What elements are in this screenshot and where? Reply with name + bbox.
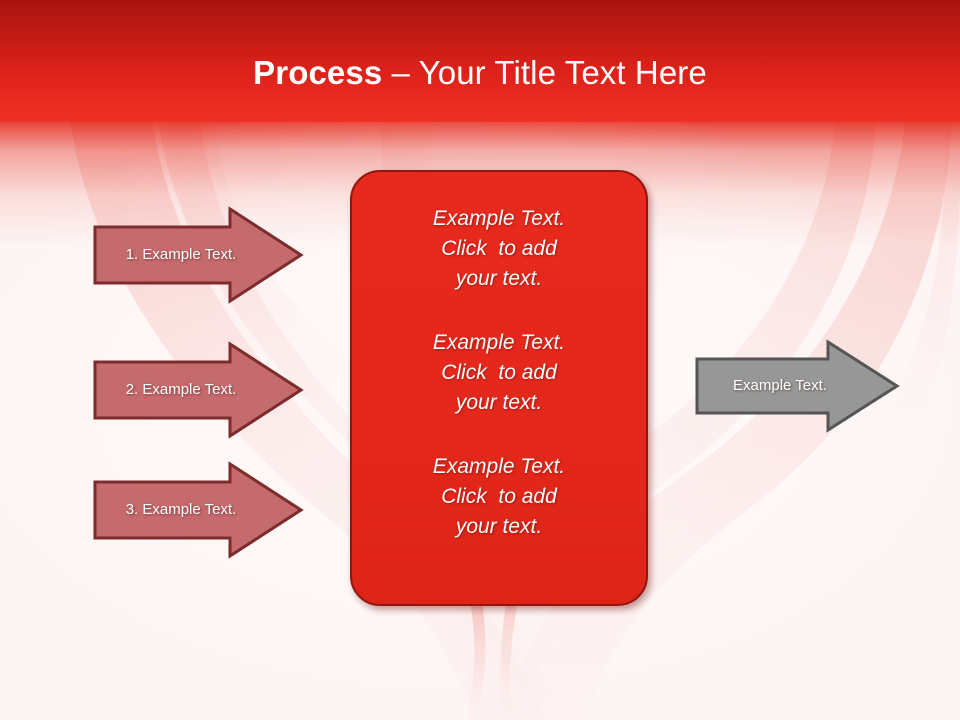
panel-block-2-line-3: your text. — [455, 391, 543, 414]
output-arrow[interactable]: Example Text. — [694, 338, 900, 434]
input-arrow-2[interactable]: 2. Example Text. — [92, 340, 304, 440]
panel-block-2-line-2: Click to add — [441, 361, 557, 384]
panel-text-block-2: Example Text. Click to add your text. — [352, 328, 646, 418]
panel-block-1-line-3: your text. — [455, 267, 543, 290]
panel-block-1-line-1: Example Text. — [432, 207, 566, 230]
panel-text-block-3: Example Text. Click to add your text. — [352, 452, 646, 542]
panel-text-block-1: Example Text. Click to add your text. — [352, 204, 646, 294]
arrow-right-icon — [93, 341, 304, 439]
arrow-right-icon — [695, 339, 900, 433]
arrow-right-icon — [93, 461, 304, 559]
panel-block-2-line-1: Example Text. — [432, 331, 566, 354]
center-process-panel[interactable]: Example Text. Click to add your text. Ex… — [350, 170, 648, 606]
arrow-right-icon — [93, 206, 304, 304]
input-arrow-3[interactable]: 3. Example Text. — [92, 460, 304, 560]
panel-block-3-line-1: Example Text. — [432, 455, 566, 478]
panel-block-3-line-2: Click to add — [441, 485, 557, 508]
panel-block-1-line-2: Click to add — [441, 237, 557, 260]
input-arrow-1[interactable]: 1. Example Text. — [92, 205, 304, 305]
panel-block-3-line-3: your text. — [455, 515, 543, 538]
